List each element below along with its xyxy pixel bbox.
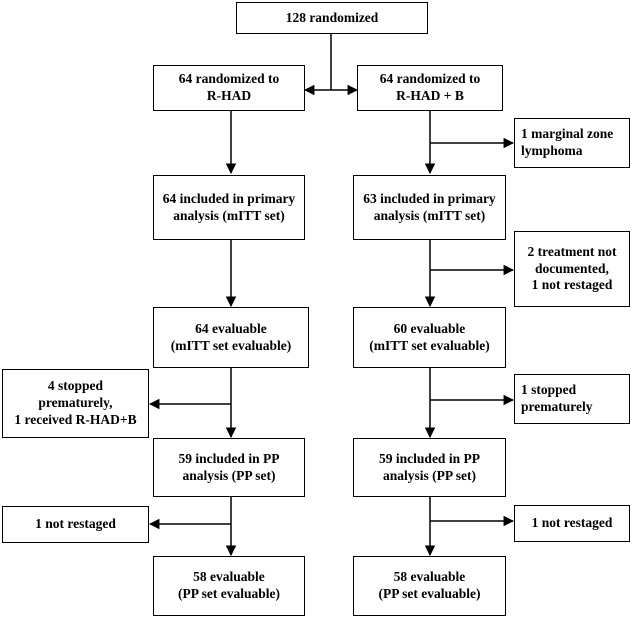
arm-b-final-label: 58 evaluable (PP set evaluable) — [378, 569, 481, 601]
arm-b-excluded-2-label: 2 treatment not documented, 1 not restag… — [527, 243, 617, 293]
arm-a-final-box: 58 evaluable (PP set evaluable) — [153, 556, 305, 616]
arm-b-excluded-4-box: 1 not restaged — [514, 505, 630, 542]
arm-b-pp-label: 59 included in PP analysis (PP set) — [379, 450, 480, 483]
arm-b-primary-box: 63 included in primary analysis (mITT se… — [353, 175, 506, 240]
arm-a-excluded-4-label: 1 not restaged — [35, 516, 116, 532]
arm-a-primary-label: 64 included in primary analysis (mITT se… — [162, 190, 296, 223]
arm-a-pp-box: 59 included in PP analysis (PP set) — [153, 438, 305, 497]
arm-a-excluded-3-box: 4 stopped prematurely, 1 received R-HAD+… — [2, 369, 149, 438]
arm-b-excluded-4-label: 1 not restaged — [531, 515, 613, 531]
arm-b-excluded-3-label: 1 stopped prematurely — [521, 382, 593, 414]
arm-b-excluded-3-box: 1 stopped prematurely — [514, 374, 630, 424]
arm-b-excluded-1-box: 1 marginal zone lymphoma — [514, 118, 630, 168]
arm-a-evaluable-label: 64 evaluable (mITT set evaluable) — [170, 320, 292, 353]
arm-b-primary-label: 63 included in primary analysis (mITT se… — [363, 190, 496, 223]
arm-b-evaluable-label: 60 evaluable (mITT set evaluable) — [369, 320, 490, 353]
arm-a-excluded-4-box: 1 not restaged — [2, 506, 149, 543]
randomized-label: 128 randomized — [285, 9, 379, 25]
arm-b-pp-box: 59 included in PP analysis (PP set) — [353, 438, 506, 497]
arm-b-excluded-1-label: 1 marginal zone lymphoma — [521, 126, 614, 158]
arm-a-pp-label: 59 included in PP analysis (PP set) — [178, 450, 280, 483]
arm-a-randomized-label: 64 randomized to R-HAD — [178, 71, 280, 103]
arm-b-excluded-2-box: 2 treatment not documented, 1 not restag… — [514, 231, 630, 307]
arm-b-final-box: 58 evaluable (PP set evaluable) — [353, 556, 506, 616]
arm-b-randomized-label: 64 randomized to R-HAD + B — [379, 71, 481, 103]
arm-a-randomized-box: 64 randomized to R-HAD — [153, 65, 305, 111]
randomized-box: 128 randomized — [236, 2, 428, 34]
arm-a-primary-box: 64 included in primary analysis (mITT se… — [153, 175, 305, 240]
arm-a-evaluable-box: 64 evaluable (mITT set evaluable) — [153, 307, 309, 368]
arm-b-evaluable-box: 60 evaluable (mITT set evaluable) — [353, 307, 506, 368]
arm-a-final-label: 58 evaluable (PP set evaluable) — [178, 569, 280, 601]
arm-a-excluded-3-label: 4 stopped prematurely, 1 received R-HAD+… — [14, 378, 137, 427]
arm-b-randomized-box: 64 randomized to R-HAD + B — [357, 65, 503, 111]
